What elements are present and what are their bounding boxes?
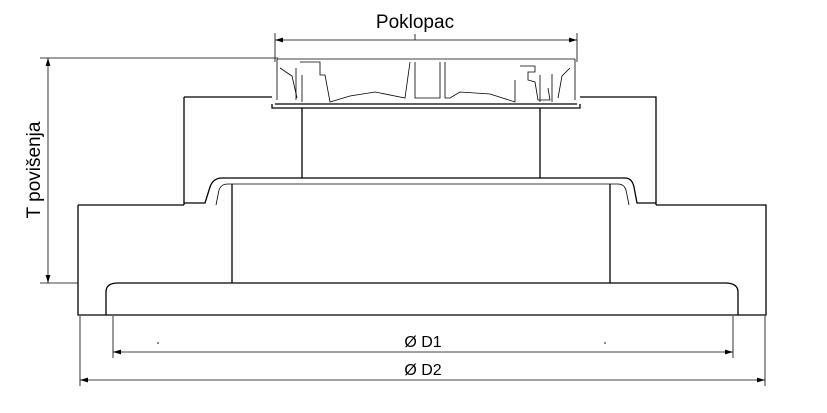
upper-ring — [183, 96, 657, 206]
diameter1-label: Ø D1 — [404, 334, 441, 351]
cover-label: Poklopac — [376, 12, 454, 33]
base — [77, 184, 767, 316]
diameter-dimensions: Ø D1 Ø D2 — [79, 316, 766, 386]
diameter2-label: Ø D2 — [404, 362, 441, 379]
cover — [271, 58, 581, 109]
height-label: T povišenja — [24, 121, 45, 218]
cover-dimension: Poklopac — [274, 12, 578, 62]
height-dimension: T povišenja — [24, 57, 278, 284]
